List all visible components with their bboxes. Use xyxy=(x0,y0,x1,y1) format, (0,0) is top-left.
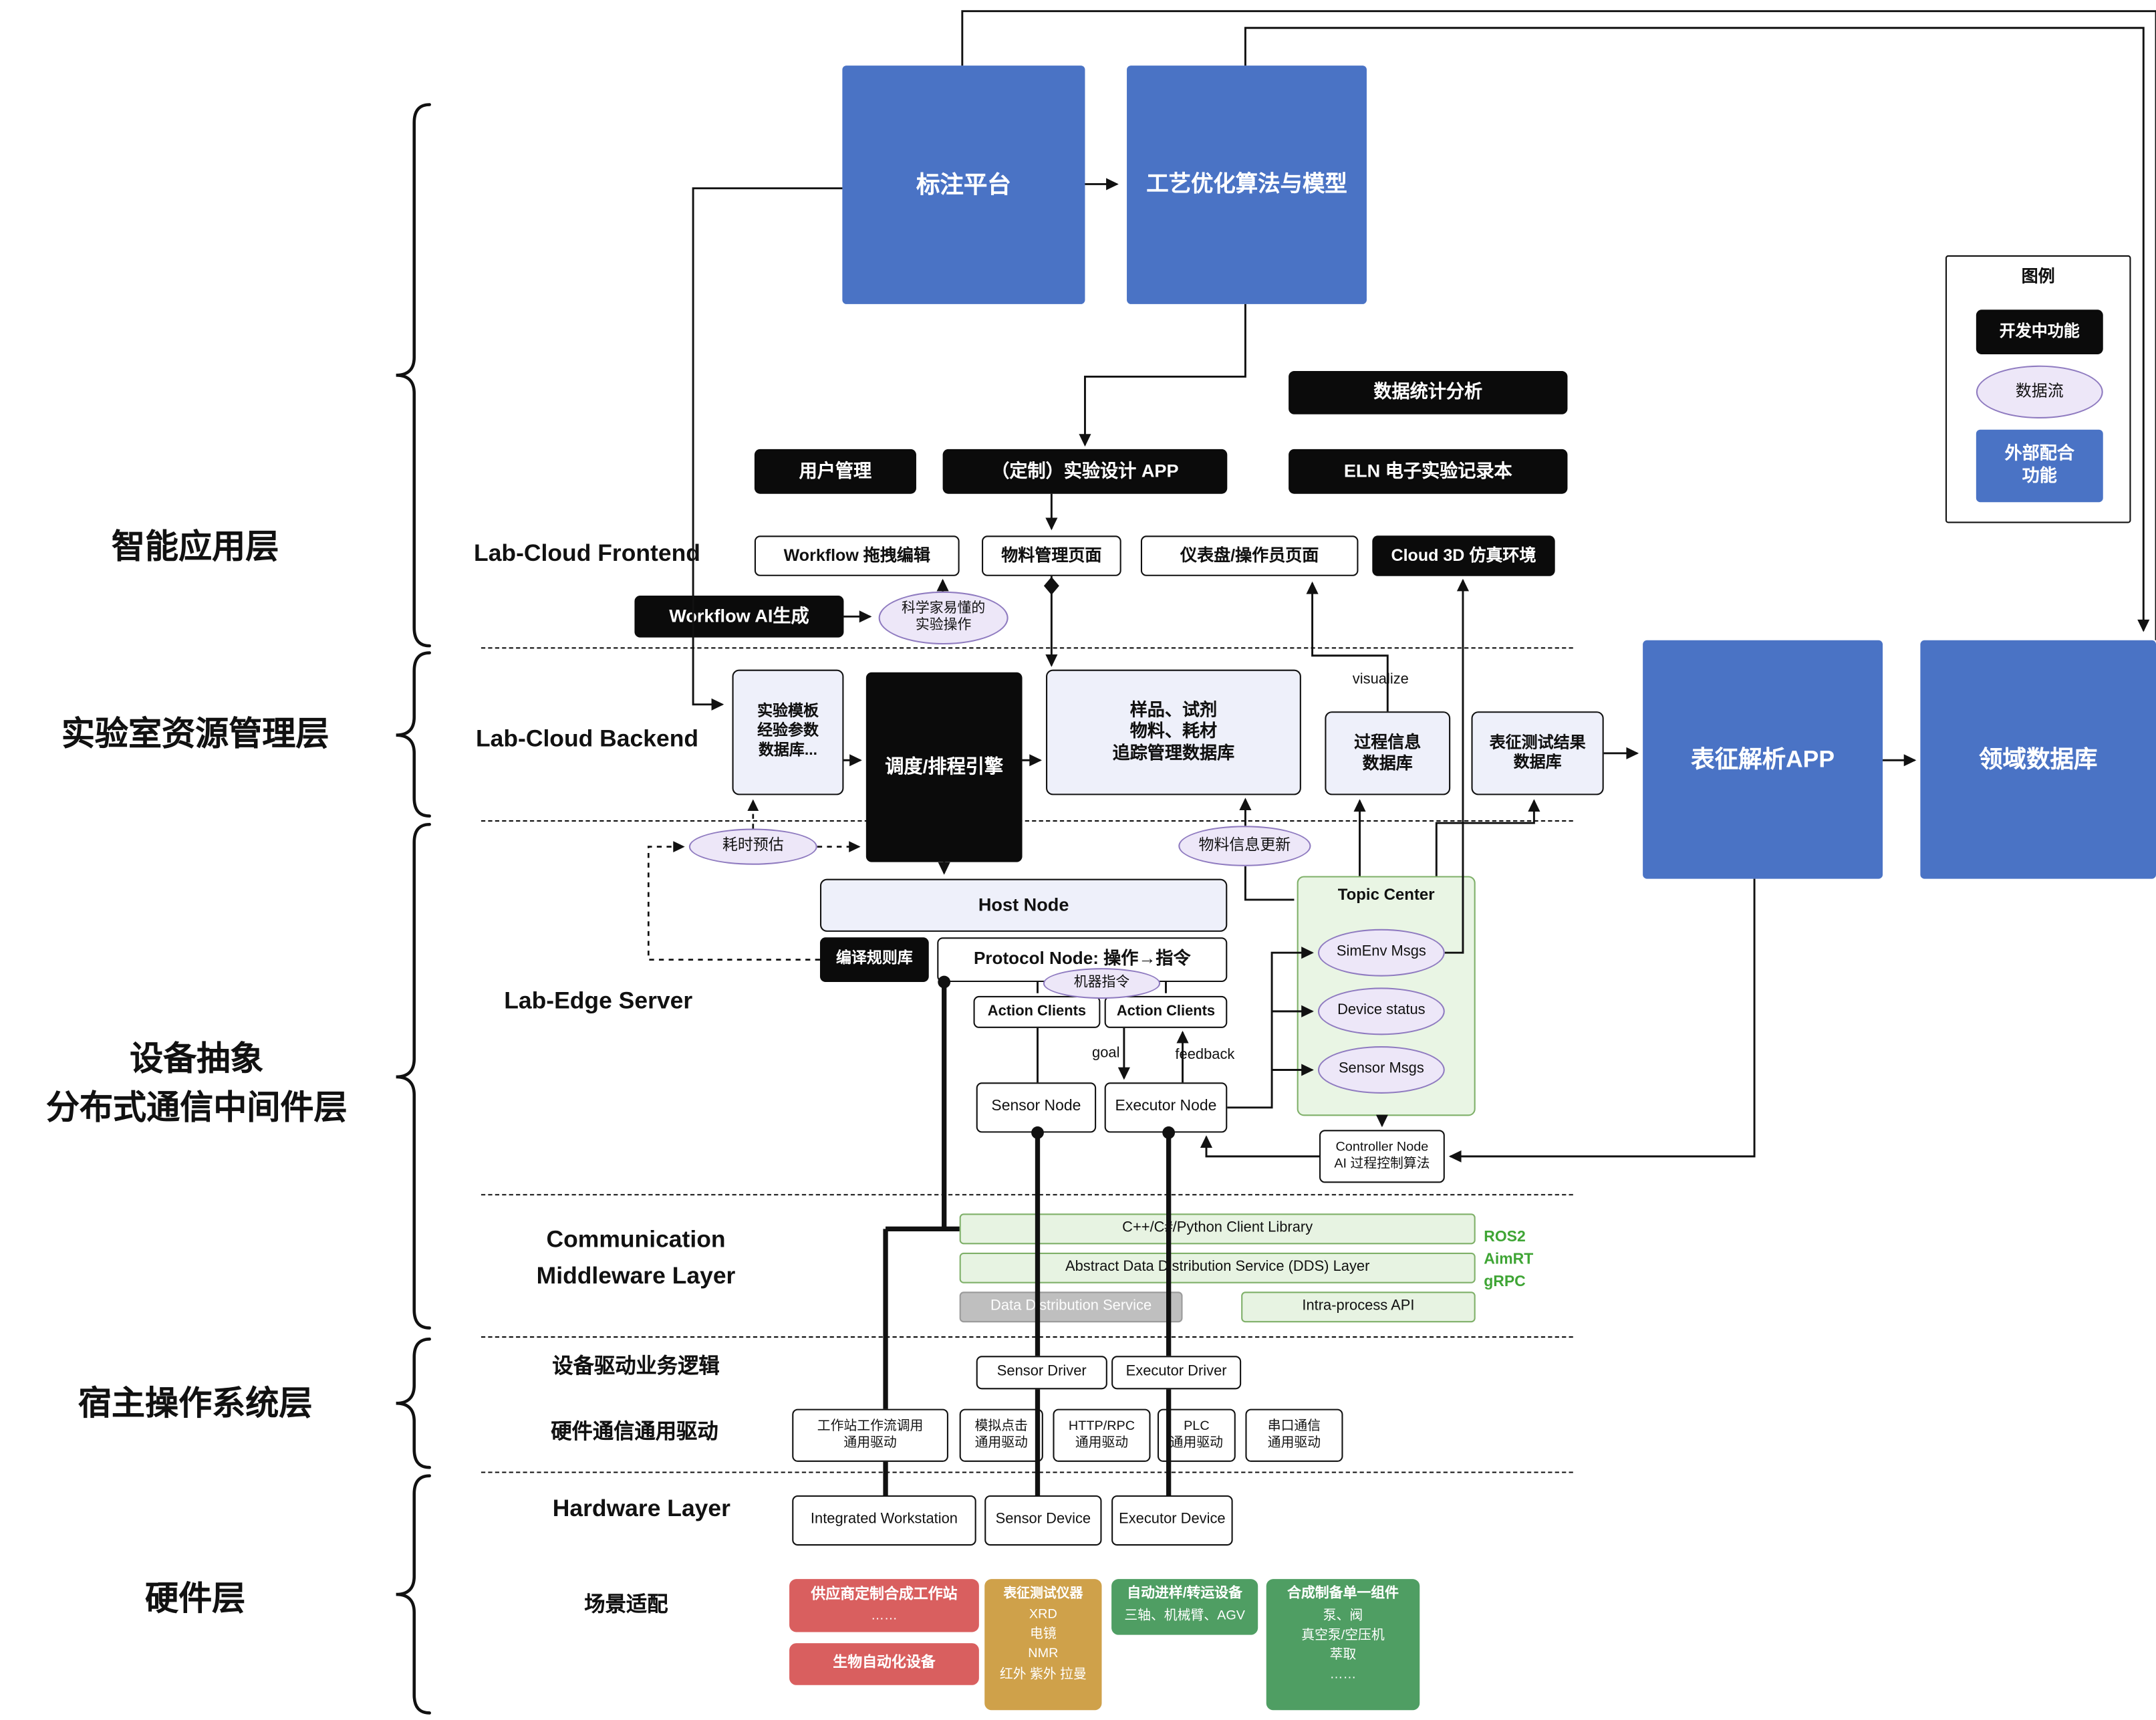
separator-os-hardware xyxy=(481,1471,1573,1473)
compile-rules-node: 编译规则库 xyxy=(819,937,929,983)
section-driver-logic: 设备驱动业务逻辑 xyxy=(552,1354,720,1378)
action-clients-2-node: Action Clients xyxy=(1104,995,1228,1028)
device-status-ellipse: Device status xyxy=(1317,987,1445,1035)
dds-node: Data Distribution Service xyxy=(959,1292,1183,1323)
scheduler-node: 调度/排程引擎 xyxy=(865,672,1023,862)
template-db-node: 实验模板 经验参数 数据库... xyxy=(732,669,844,795)
feedback-label: feedback xyxy=(1175,1046,1235,1064)
edge-controller-to-executornode xyxy=(1200,1135,1320,1158)
edge-topiccenter-to-testdb xyxy=(1435,799,1540,876)
plc-driver-node: PLC 通用驱动 xyxy=(1157,1408,1236,1462)
brace-middleware-layer xyxy=(396,822,431,1330)
action-clients-1-node: Action Clients xyxy=(973,995,1101,1028)
junction-diamond-material xyxy=(1043,576,1059,595)
bio-automation-node: 生物自动化设备 xyxy=(789,1643,979,1685)
bio-automation-title: 生物自动化设备 xyxy=(833,1654,936,1671)
middleware-stack-label: ROS2 AimRT gRPC xyxy=(1484,1229,1534,1290)
section-hardware-layer: Hardware Layer xyxy=(552,1495,730,1522)
annotation-platform-node: 标注平台 xyxy=(842,66,1085,304)
layer-label-hostos: 宿主操作系统层 xyxy=(78,1385,313,1423)
vendor-workstation-title: 供应商定制合成工作站 xyxy=(811,1586,958,1603)
goal-label: goal xyxy=(1092,1044,1120,1062)
brace-resource-layer xyxy=(396,651,431,818)
section-scene-adapt: 场景适配 xyxy=(584,1593,668,1617)
process-db-node: 过程信息 数据库 xyxy=(1325,711,1451,795)
serial-driver-node: 串口通信 通用驱动 xyxy=(1245,1408,1343,1462)
intra-process-api-node: Intra-process API xyxy=(1241,1292,1476,1323)
separator-app-resource xyxy=(481,647,1573,649)
executor-driver-node: Executor Driver xyxy=(1111,1356,1242,1390)
executor-device-node: Executor Device xyxy=(1111,1495,1233,1546)
vendor-workstation-node: 供应商定制合成工作站 …… xyxy=(789,1579,979,1632)
http-rpc-driver-node: HTTP/RPC 通用驱动 xyxy=(1053,1408,1151,1462)
section-lab-edge-server: Lab-Edge Server xyxy=(504,987,693,1015)
synthesis-components-title: 合成制备单一组件 xyxy=(1287,1586,1399,1602)
dashboard-page-node: 仪表盘/操作员页面 xyxy=(1140,535,1359,576)
eln-node: ELN 电子实验记录本 xyxy=(1289,449,1568,494)
protocol-node: Protocol Node: 操作→指令 xyxy=(937,937,1228,983)
layer-label-middleware: 设备抽象 分布式通信中间件层 xyxy=(45,1040,348,1127)
layer-label-app: 智能应用层 xyxy=(111,528,279,567)
transfer-device-title: 自动进样/转运设备 xyxy=(1127,1586,1243,1602)
sensor-msgs-ellipse: Sensor Msgs xyxy=(1317,1046,1445,1094)
edge-topiccenter-to-materialupdate xyxy=(1244,866,1295,901)
sample-db-node: 样品、试剂 物料、耗材 追踪管理数据库 xyxy=(1046,669,1301,795)
sensor-node: Sensor Node xyxy=(976,1082,1097,1133)
transfer-device-body: 三轴、机械臂、AGV xyxy=(1124,1607,1245,1623)
synthesis-components-body: 泵、阀 真空泵/空压机 萃取 …… xyxy=(1301,1607,1385,1683)
characterization-app-node: 表征解析APP xyxy=(1643,640,1883,879)
data-statistics-node: 数据统计分析 xyxy=(1289,371,1568,414)
controller-node: Controller Node AI 过程控制算法 xyxy=(1319,1130,1445,1183)
sensor-device-node: Sensor Device xyxy=(984,1495,1102,1546)
legend-external: 外部配合 功能 xyxy=(1976,429,2103,503)
domain-db-node: 领域数据库 xyxy=(1920,640,2156,879)
section-lab-cloud-backend: Lab-Cloud Backend xyxy=(475,725,699,752)
sensor-driver-node: Sensor Driver xyxy=(976,1356,1107,1390)
layer-label-resource: 实验室资源管理层 xyxy=(61,715,329,753)
user-management-node: 用户管理 xyxy=(754,449,916,494)
workflow-editor-node: Workflow 拖拽编辑 xyxy=(754,535,960,576)
vendor-workstation-body: …… xyxy=(871,1608,898,1624)
characterization-instruments-title: 表征测试仪器 xyxy=(1003,1586,1083,1602)
material-page-node: 物料管理页面 xyxy=(982,535,1121,576)
host-node: Host Node xyxy=(819,878,1228,932)
executor-node: Executor Node xyxy=(1104,1082,1228,1133)
workstation-driver-node: 工作站工作流调用 通用驱动 xyxy=(792,1408,948,1462)
legend-developing: 开发中功能 xyxy=(1976,310,2103,355)
brace-hostos-layer xyxy=(396,1337,431,1469)
click-sim-driver-node: 模拟点击 通用驱动 xyxy=(959,1408,1043,1462)
scientist-ops-ellipse: 科学家易懂的 实验操作 xyxy=(878,591,1008,645)
workflow-ai-node: Workflow AI生成 xyxy=(634,596,844,638)
time-estimate-ellipse: 耗时预估 xyxy=(688,828,817,865)
separator-middleware-os xyxy=(481,1336,1573,1338)
characterization-instruments-node: 表征测试仪器 XRD 电镜 NMR 红外 紫外 拉曼 xyxy=(984,1579,1102,1711)
section-communication-middleware: Communication Middleware Layer xyxy=(536,1226,736,1289)
legend-dataflow: 数据流 xyxy=(1976,365,2103,419)
edge-optimization-to-expdesign xyxy=(1079,303,1246,447)
transfer-device-node: 自动进样/转运设备 三轴、机械臂、AGV xyxy=(1111,1579,1258,1635)
edge-charapp-to-controller xyxy=(1448,878,1756,1162)
topic-center-title: Topic Center xyxy=(1337,887,1435,904)
separator-resource-edge xyxy=(481,820,1573,822)
process-optimization-node: 工艺优化算法与模型 xyxy=(1127,66,1367,304)
brace-app-layer xyxy=(396,103,431,648)
test-result-db-node: 表征测试结果 数据库 xyxy=(1471,711,1604,795)
characterization-instruments-body: XRD 电镜 NMR 红外 紫外 拉曼 xyxy=(999,1606,1087,1682)
machine-cmd-ellipse: 机器指令 xyxy=(1043,968,1161,999)
section-lab-cloud-frontend: Lab-Cloud Frontend xyxy=(474,539,700,567)
integrated-workstation-node: Integrated Workstation xyxy=(792,1495,976,1546)
separator-edge-middleware xyxy=(481,1194,1573,1196)
synthesis-components-node: 合成制备单一组件 泵、阀 真空泵/空压机 萃取 …… xyxy=(1266,1579,1420,1711)
material-update-ellipse: 物料信息更新 xyxy=(1178,826,1311,866)
dds-abstract-node: Abstract Data Distribution Service (DDS)… xyxy=(959,1252,1476,1283)
client-library-node: C++/C#/Python Client Library xyxy=(959,1213,1476,1245)
visualize-label: visualize xyxy=(1352,670,1409,688)
section-comm-driver: 硬件通信通用驱动 xyxy=(551,1420,718,1444)
experiment-design-app-node: （定制）实验设计 APP xyxy=(942,449,1228,494)
legend-title: 图例 xyxy=(2021,266,2055,286)
simenv-msgs-ellipse: SimEnv Msgs xyxy=(1317,929,1445,977)
layer-label-hardware: 硬件层 xyxy=(145,1580,246,1618)
brace-hardware-layer xyxy=(396,1474,431,1715)
cloud-3d-node: Cloud 3D 仿真环境 xyxy=(1372,535,1555,576)
